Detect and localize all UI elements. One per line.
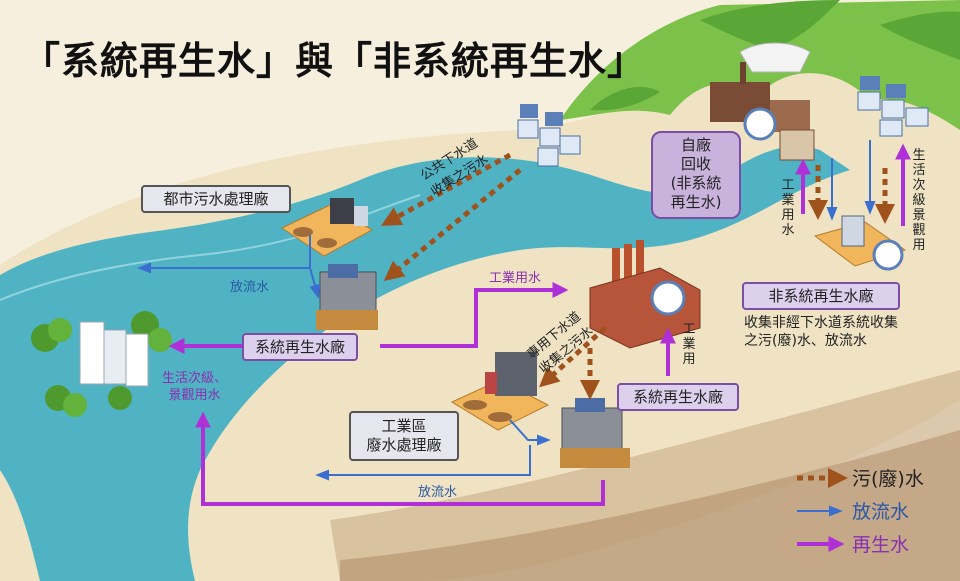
industrial-use-vertical-label: 工業用: [682, 322, 696, 367]
self-recovery-line-1: 自廠: [680, 136, 711, 154]
system-reclaimed-plant-right-box: 系統再生水廠: [617, 383, 739, 411]
non-system-description-line-2: 之污(廢)水、放流水: [744, 333, 867, 349]
city-towers: [79, 321, 149, 387]
reclaimed-arrow-industrial: [380, 282, 569, 348]
non-system-plant-building: [813, 215, 907, 271]
reclaimed-arrows: [168, 143, 911, 506]
non-system-description: 收集非經下水道系統收集 之污(廢)水、放流水: [744, 314, 898, 350]
industrial-wastewater-plant-line-2: 廢水處理廠: [366, 436, 442, 454]
discharge-arrow-bottom: [315, 445, 531, 481]
houses-right: [857, 76, 929, 137]
living-landscape-line-2: 景觀用水: [168, 388, 221, 403]
legend-reclaimed-label: 再生水: [852, 534, 910, 556]
living-landscape-label: 生活次級、 景觀用水: [162, 370, 227, 404]
system-plant-left-building: [316, 264, 378, 330]
urban-sewage-plant-box: 都市污水處理廠: [141, 185, 291, 213]
non-system-plant-box: 非系統再生水廠: [742, 282, 900, 310]
self-recovery-line-3: (非系統: [670, 174, 722, 192]
industrial-wastewater-plant-building: [450, 352, 550, 431]
self-recovery-line-2: 回收: [680, 155, 711, 173]
discharge-label-top: 放流水: [230, 280, 270, 295]
living-landscape-vertical-label: 生活次級景觀用: [912, 148, 926, 253]
self-recovery-line-4: 再生水): [670, 193, 722, 211]
discharge-arrow-industrial: [509, 419, 551, 446]
houses-middle: [517, 104, 581, 167]
urban-sewage-plant-building: [280, 198, 374, 257]
discharge-label-bottom: 放流水: [418, 485, 458, 500]
system-reclaimed-plant-left-box: 系統再生水廠: [242, 333, 358, 361]
sewage-arrows: [380, 152, 895, 400]
system-plant-right-building: [560, 398, 630, 468]
reclaimed-arrow-living: [195, 411, 605, 506]
factory-top-right: [710, 62, 815, 161]
land-cliff: [330, 370, 960, 581]
legend-markers: [797, 468, 848, 552]
sewage-arrow-dedicated: [539, 326, 607, 388]
discharge-arrows: [137, 140, 876, 481]
living-landscape-line-1: 生活次級、: [162, 371, 228, 386]
trees-left: [31, 311, 172, 417]
sewage-arrow-public-a: [380, 152, 512, 226]
river: [0, 146, 850, 581]
non-system-description-line-1: 收集非經下水道系統收集: [744, 315, 898, 331]
legend-discharge-label: 放流水: [852, 501, 910, 523]
industrial-water-vertical-label: 工業用水: [781, 178, 795, 238]
industrial-wastewater-plant-box: 工業區 廢水處理廠: [349, 411, 459, 461]
legend-sewage-label: 污(廢)水: [852, 468, 924, 490]
industrial-water-label: 工業用水: [489, 271, 542, 286]
page-title: 「系統再生水」與「非系統再生水」: [22, 39, 647, 83]
self-recovery-box: 自廠 回收 (非系統 再生水): [651, 131, 741, 219]
sewage-arrow-public-b: [383, 168, 522, 282]
industrial-wastewater-plant-line-1: 工業區: [381, 417, 427, 435]
